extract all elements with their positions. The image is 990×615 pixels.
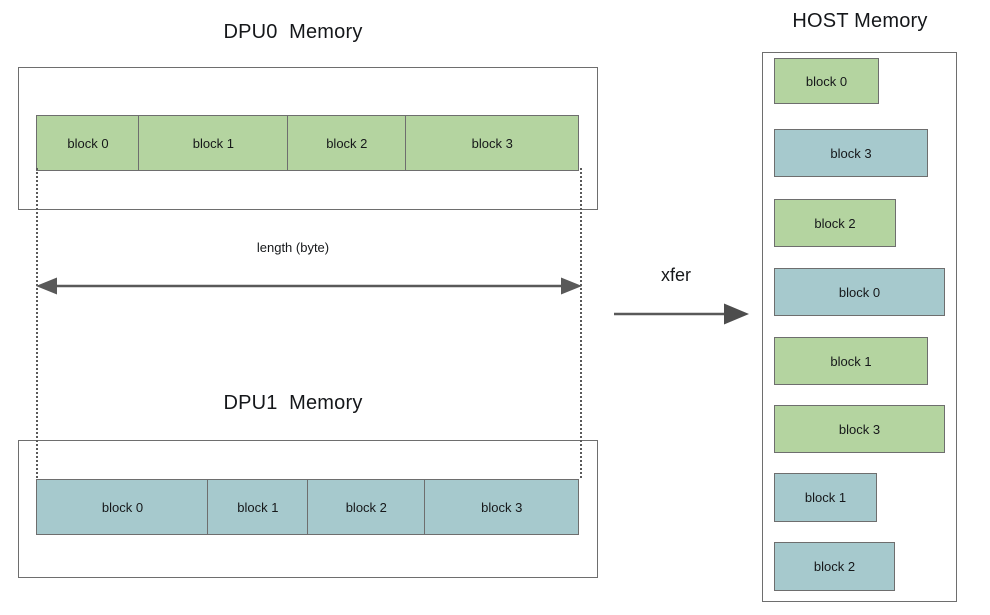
xfer-arrow-icon [614, 303, 749, 325]
dpu0-block-strip: block 0 block 1 block 2 block 3 [36, 115, 582, 171]
dpu1-block-0-label: block 0 [101, 499, 144, 515]
host-block-3-label: block 0 [838, 284, 881, 300]
host-block-6: block 1 [774, 473, 877, 522]
host-block-1: block 3 [774, 129, 928, 177]
dpu1-block-strip: block 0 block 1 block 2 block 3 [36, 479, 582, 535]
host-block-5-label: block 3 [838, 421, 881, 437]
dpu0-block-2-label: block 2 [326, 135, 368, 151]
length-label: length (byte) [256, 240, 330, 255]
host-block-5: block 3 [774, 405, 945, 453]
dpu1-memory-frame [18, 440, 598, 578]
dpu0-block-3-label: block 3 [471, 135, 513, 151]
host-memory-title: HOST Memory [792, 10, 928, 32]
xfer-label: xfer [660, 265, 691, 285]
host-block-7-label: block 2 [813, 559, 856, 574]
dpu0-block-0: block 0 [36, 115, 140, 171]
host-block-4-label: block 1 [830, 353, 872, 369]
host-block-4: block 1 [774, 337, 928, 385]
host-block-2: block 2 [774, 199, 896, 247]
dpu1-block-1-label: block 1 [237, 499, 279, 515]
host-block-7: block 2 [774, 542, 895, 591]
host-block-0-label: block 0 [805, 73, 848, 89]
dpu0-block-2: block 2 [286, 115, 407, 171]
length-guide-left-dotted-line [36, 168, 38, 478]
host-memory-frame [762, 52, 957, 602]
host-block-1-label: block 3 [830, 145, 872, 161]
length-guide-right-dotted-line [580, 168, 582, 478]
dpu1-block-2-label: block 2 [345, 499, 387, 515]
host-block-0: block 0 [774, 58, 879, 104]
dpu1-memory-title: DPU1 Memory [223, 392, 363, 414]
dpu1-block-3: block 3 [424, 479, 580, 535]
dpu0-memory-title: DPU0 Memory [223, 21, 363, 43]
dpu1-block-2: block 2 [306, 479, 426, 535]
dpu1-block-1: block 1 [207, 479, 309, 535]
dpu0-memory-frame [18, 67, 598, 210]
host-block-6-label: block 1 [804, 490, 847, 505]
dpu0-block-3: block 3 [405, 115, 580, 171]
dpu0-block-0-label: block 0 [67, 135, 109, 151]
dpu0-block-1-label: block 1 [192, 135, 234, 151]
dpu1-block-3-label: block 3 [481, 499, 523, 515]
length-double-arrow-icon [36, 277, 582, 295]
dpu0-block-1: block 1 [138, 115, 289, 171]
host-block-3: block 0 [774, 268, 945, 316]
dpu1-block-0: block 0 [36, 479, 209, 535]
host-block-2-label: block 2 [814, 215, 856, 231]
